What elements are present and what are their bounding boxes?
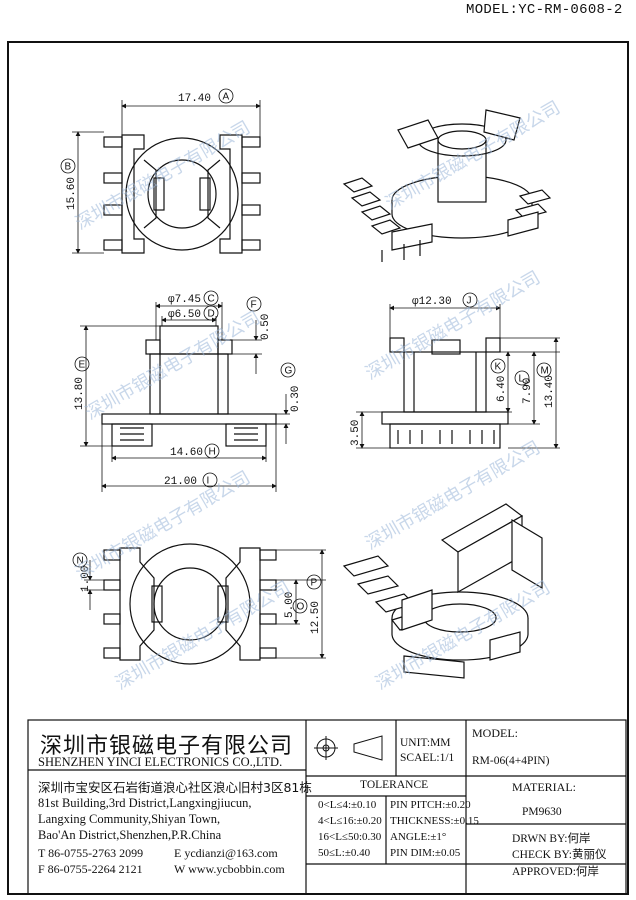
drawn-by: DRWN BY:何岸 bbox=[512, 833, 591, 845]
dim-G-label: G bbox=[285, 366, 293, 377]
tolerance-title: TOLERANCE bbox=[360, 779, 429, 791]
dim-O-P bbox=[276, 549, 326, 659]
model-label: MODEL: bbox=[472, 726, 518, 740]
address-en-3: Bao'An District,Shenzhen,P.R.China bbox=[38, 828, 222, 842]
iso-view-bottom bbox=[342, 503, 543, 679]
top-view bbox=[103, 134, 261, 254]
dim-M-label: M bbox=[541, 366, 549, 377]
company-name-en: SHENZHEN YINCI ELECTRONICS CO.,LTD. bbox=[38, 755, 283, 769]
dim-D-value: φ6.50 bbox=[168, 309, 201, 321]
projection-symbol bbox=[314, 735, 383, 761]
dim-K-label: K bbox=[495, 362, 502, 373]
scale-text: SCAEL:1/1 bbox=[400, 752, 455, 764]
dim-F-value: 0.50 bbox=[260, 314, 272, 340]
dim-H-value: 14.60 bbox=[170, 447, 203, 459]
dim-B bbox=[72, 131, 104, 254]
contact-email: E ycdianzi@163.com bbox=[174, 846, 278, 860]
tol-spec-1: PIN PITCH:±0.20 bbox=[390, 799, 471, 811]
dim-E-label: E bbox=[79, 360, 86, 371]
dim-N-label: N bbox=[77, 556, 84, 567]
dim-side-bottom-value: 3.50 bbox=[350, 420, 362, 446]
address-en-1: 81st Building,3rd District,Langxingjiucu… bbox=[38, 796, 252, 810]
material-value: PM9630 bbox=[522, 806, 562, 818]
dim-G bbox=[276, 394, 290, 444]
dim-G-value: 0.30 bbox=[290, 386, 302, 412]
iso-view-top bbox=[342, 109, 552, 262]
dim-O-label: O bbox=[297, 602, 305, 613]
title-block bbox=[27, 719, 627, 895]
dim-I bbox=[101, 424, 277, 492]
address-cn: 深圳市宝安区石岩街道浪心社区浪心旧村3区81栋 bbox=[38, 780, 312, 795]
dim-J bbox=[389, 304, 501, 338]
contact-fax: F 86-0755-2264 2121 bbox=[38, 862, 143, 876]
tol-range-3: 16<L≤50:0.30 bbox=[318, 831, 382, 843]
dim-D-label: D bbox=[208, 309, 215, 320]
tol-spec-3: ANGLE:±1° bbox=[390, 831, 447, 843]
dim-N-value: 1.00 bbox=[80, 566, 92, 592]
tol-spec-4: PIN DIM:±0.05 bbox=[390, 847, 461, 859]
front-view bbox=[101, 325, 277, 447]
dim-H bbox=[111, 446, 267, 462]
check-by: CHECK BY:黄丽仪 bbox=[512, 849, 607, 861]
dim-E bbox=[80, 325, 160, 447]
tol-range-2: 4<L≤16:±0.20 bbox=[318, 815, 382, 827]
dim-E-value: 13.80 bbox=[74, 377, 86, 410]
dim-H-label: H bbox=[209, 447, 216, 458]
dim-A bbox=[121, 100, 261, 137]
material-label: MATERIAL: bbox=[512, 780, 576, 794]
contact-web: W www.ycbobbin.com bbox=[174, 862, 285, 876]
side-view bbox=[381, 337, 509, 449]
dim-I-value: 21.00 bbox=[164, 476, 197, 488]
dim-K-value: 6.40 bbox=[496, 376, 508, 402]
dim-C-label: C bbox=[208, 294, 215, 305]
dim-N bbox=[84, 560, 104, 610]
dim-F-label: F bbox=[251, 300, 257, 311]
dim-M-value: 13.40 bbox=[544, 375, 556, 408]
dim-O-value: 5.00 bbox=[284, 592, 296, 618]
dim-P-value: 12.50 bbox=[310, 601, 322, 634]
dim-F bbox=[232, 320, 262, 374]
dim-J-label: J bbox=[467, 296, 472, 307]
watermark: 深圳市银磁电子有限公司 bbox=[82, 307, 264, 424]
dim-J-value: φ12.30 bbox=[412, 296, 452, 308]
dim-A-label: A bbox=[223, 92, 230, 103]
dim-P-label: P bbox=[311, 578, 318, 589]
dim-K-L-M bbox=[486, 337, 560, 449]
tol-range-1: 0<L≤4:±0.10 bbox=[318, 799, 377, 811]
model-value: RM-06(4+4PIN) bbox=[472, 755, 550, 767]
tol-range-4: 50≤L:±0.40 bbox=[318, 847, 371, 859]
dim-C-value: φ7.45 bbox=[168, 294, 201, 306]
contact-tel: T 86-0755-2763 2099 bbox=[38, 846, 144, 860]
company-name-cn: 深圳市银磁电子有限公司 bbox=[40, 734, 294, 759]
model-header: MODEL:YC-RM-0608-2 bbox=[466, 2, 623, 18]
unit-text: UNIT:MM bbox=[400, 737, 451, 749]
watermark: 深圳市银磁电子有限公司 bbox=[362, 267, 544, 384]
address-en-2: Langxing Community,Shiyan Town, bbox=[38, 812, 221, 826]
tol-spec-2: THICKNESS:±0.15 bbox=[390, 815, 479, 827]
dim-side-bottom bbox=[356, 411, 390, 449]
dim-I-label: I bbox=[207, 476, 210, 487]
approved-by: APPROVED:何岸 bbox=[512, 866, 599, 878]
bottom-view bbox=[103, 543, 277, 665]
dim-L-label: L bbox=[519, 374, 525, 385]
dim-A-value: 17.40 bbox=[178, 93, 211, 105]
dim-B-label: B bbox=[65, 162, 72, 173]
dim-B-value: 15.60 bbox=[66, 177, 78, 210]
